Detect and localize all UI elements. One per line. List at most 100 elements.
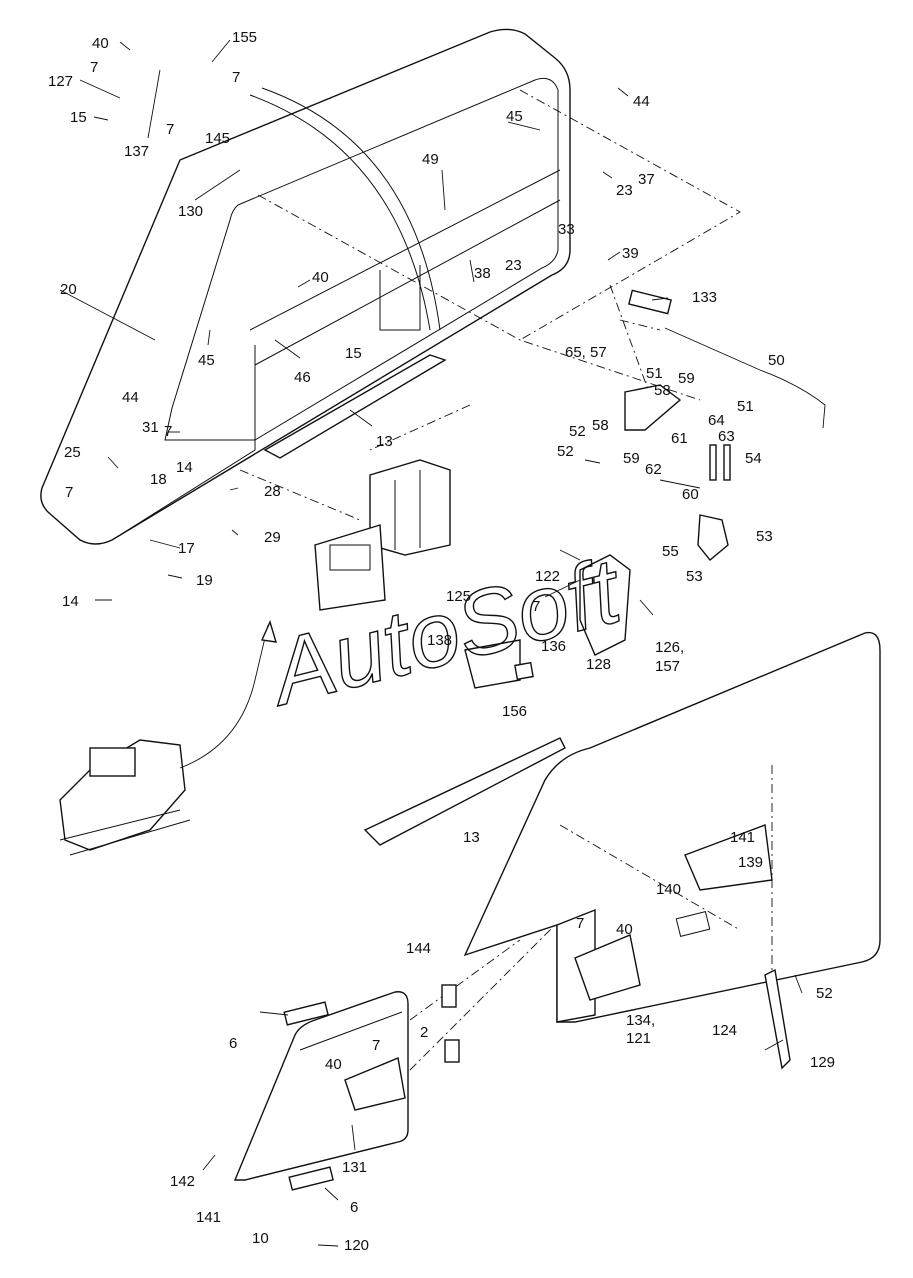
label-23: 23	[616, 182, 633, 199]
label-50: 50	[768, 352, 785, 369]
label-127: 127	[48, 73, 73, 90]
label-15: 15	[70, 109, 87, 126]
label-55: 55	[662, 543, 679, 560]
label-133: 133	[692, 289, 717, 306]
label-59: 59	[623, 450, 640, 467]
arc-band-inner	[261, 87, 441, 331]
label-156: 156	[502, 703, 527, 720]
label-59: 59	[678, 370, 695, 387]
label-45: 45	[506, 108, 523, 125]
machine-overview-icon	[59, 739, 191, 856]
assembly-lines-upper	[239, 89, 741, 521]
label-141: 141	[730, 829, 755, 846]
label-144: 144	[406, 940, 431, 957]
label-38: 38	[474, 265, 491, 282]
label-53: 53	[756, 528, 773, 545]
label-136: 136	[541, 638, 566, 655]
label-13: 13	[376, 433, 393, 450]
lower-left-panel-shape	[233, 991, 409, 1181]
label-44: 44	[633, 93, 650, 110]
label-58: 58	[592, 417, 609, 434]
label-64: 64	[708, 412, 725, 429]
label-128: 128	[586, 656, 611, 673]
label-17: 17	[178, 540, 195, 557]
label-7: 7	[372, 1037, 380, 1054]
label-157: 157	[655, 658, 680, 675]
hinge-2-upper	[441, 984, 457, 1008]
label-13: 13	[463, 829, 480, 846]
label-145: 145	[205, 130, 230, 147]
label-7: 7	[232, 69, 240, 86]
label-49: 49	[422, 151, 439, 168]
label-7: 7	[65, 484, 73, 501]
label-7: 7	[166, 121, 174, 138]
label-52: 52	[816, 985, 833, 1002]
assembly-lines-lower	[409, 765, 773, 1071]
label-31: 31	[142, 419, 159, 436]
label-52: 52	[557, 443, 574, 460]
label-40: 40	[312, 269, 329, 286]
label-45: 45	[198, 352, 215, 369]
label-6: 6	[229, 1035, 237, 1052]
upper-housing-shape	[40, 28, 571, 545]
label-60: 60	[682, 486, 699, 503]
label-58: 58	[654, 382, 671, 399]
label-40: 40	[616, 921, 633, 938]
label-65-57: 65, 57	[565, 344, 607, 361]
label-62: 62	[645, 461, 662, 478]
control-box-assembly	[314, 459, 451, 611]
label-7: 7	[532, 598, 540, 615]
label-10: 10	[252, 1230, 269, 1247]
label-25: 25	[64, 444, 81, 461]
label-14: 14	[176, 459, 193, 476]
label-63: 63	[718, 428, 735, 445]
label-134: 134,	[626, 1012, 655, 1029]
strap-129	[764, 968, 791, 1070]
sensor-assembly	[464, 554, 631, 689]
label-6: 6	[350, 1199, 358, 1216]
label-20: 20	[60, 281, 77, 298]
label-124: 124	[712, 1022, 737, 1039]
leader-lines	[59, 39, 803, 1247]
label-130: 130	[178, 203, 203, 220]
label-18: 18	[150, 471, 167, 488]
label-61: 61	[671, 430, 688, 447]
label-129: 129	[810, 1054, 835, 1071]
label-51: 51	[646, 365, 663, 382]
label-142: 142	[170, 1173, 195, 1190]
plate-6-lower	[288, 1166, 334, 1191]
lower-side-panel-shape	[463, 631, 881, 1023]
strip-13-upper	[263, 354, 447, 459]
label-54: 54	[745, 450, 762, 467]
hood-bracket-assembly	[584, 384, 731, 561]
label-122: 122	[535, 568, 560, 585]
label-155: 155	[232, 29, 257, 46]
label-52: 52	[569, 423, 586, 440]
label-19: 19	[196, 572, 213, 589]
label-7: 7	[576, 915, 584, 932]
label-33: 33	[558, 221, 575, 238]
strip-13-lower	[363, 737, 566, 846]
label-40: 40	[325, 1056, 342, 1073]
leader-50	[664, 327, 826, 429]
label-2: 2	[420, 1024, 428, 1041]
label-23: 23	[505, 257, 522, 274]
label-40: 40	[92, 35, 109, 52]
label-53: 53	[686, 568, 703, 585]
callout-labels: 40 155 7 7 127 15 7 145 137 44 45 37 23 …	[48, 29, 835, 1254]
label-14: 14	[62, 593, 79, 610]
label-140: 140	[656, 881, 681, 898]
label-120: 120	[344, 1237, 369, 1254]
label-39: 39	[622, 245, 639, 262]
label-137: 137	[124, 143, 149, 160]
label-46: 46	[294, 369, 311, 386]
label-29: 29	[264, 529, 281, 546]
plate-133	[628, 289, 672, 315]
plate-6-upper	[283, 1001, 329, 1026]
label-131: 131	[342, 1159, 367, 1176]
hinge-2-lower	[444, 1039, 460, 1063]
label-37: 37	[638, 171, 655, 188]
location-arrow	[179, 624, 269, 769]
